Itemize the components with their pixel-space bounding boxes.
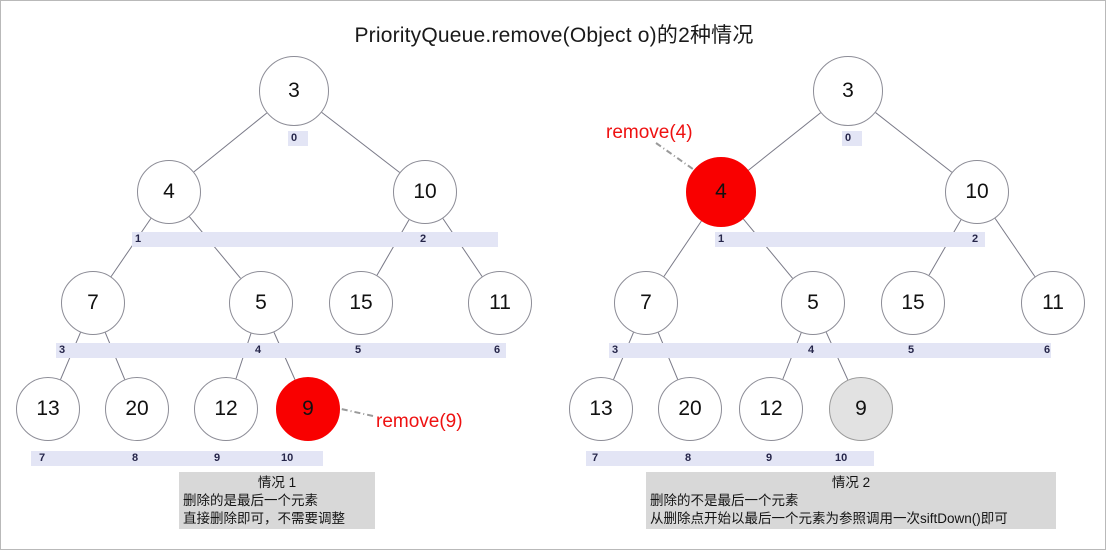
tree-edge: [994, 218, 1036, 277]
index-highlight-bar: [132, 232, 498, 247]
array-index-label: 7: [592, 452, 599, 464]
array-index-label: 4: [255, 344, 262, 356]
index-highlight-bar: [56, 343, 506, 358]
array-index-label: 1: [135, 233, 142, 245]
tree-node-9[interactable]: 9: [829, 377, 893, 441]
tree-edge: [442, 218, 483, 277]
array-index-label: 6: [1044, 344, 1051, 356]
index-highlight-bar: [31, 451, 323, 466]
tree-edge: [928, 219, 962, 276]
tree-node-11[interactable]: 11: [468, 271, 532, 335]
tree-node-5[interactable]: 5: [229, 271, 293, 335]
tree-edge: [189, 216, 241, 279]
array-index-label: 5: [908, 344, 915, 356]
array-index-label: 5: [355, 344, 362, 356]
index-highlight-bar: [586, 451, 874, 466]
tree-node-12[interactable]: 12: [194, 377, 258, 441]
tree-node-20[interactable]: 20: [105, 377, 169, 441]
array-index-label: 9: [766, 452, 773, 464]
tree-node-10[interactable]: 10: [393, 160, 457, 224]
array-index-label: 10: [835, 452, 848, 464]
array-index-label: 2: [420, 233, 427, 245]
tree-edge: [875, 112, 953, 173]
remove-call-label: remove(4): [606, 122, 693, 143]
case-caption-heading: 情况 1: [257, 475, 297, 490]
tree-edge: [376, 219, 410, 276]
tree-node-13[interactable]: 13: [569, 377, 633, 441]
remove-call-label: remove(9): [376, 411, 463, 432]
tree-node-20[interactable]: 20: [658, 377, 722, 441]
tree-node-4[interactable]: 4: [137, 160, 201, 224]
array-index-label: 8: [685, 452, 692, 464]
case-caption-heading: 情况 2: [831, 475, 871, 490]
array-index-label: 9: [214, 452, 221, 464]
tree-node-15[interactable]: 15: [881, 271, 945, 335]
tree-node-15[interactable]: 15: [329, 271, 393, 335]
tree-node-12[interactable]: 12: [739, 377, 803, 441]
tree-node-11[interactable]: 11: [1021, 271, 1085, 335]
array-index-label: 0: [845, 132, 852, 144]
array-index-label: 0: [291, 132, 298, 144]
index-highlight-bar: [842, 131, 862, 146]
case-caption-line: 删除的是最后一个元素: [183, 493, 318, 508]
tree-node-10[interactable]: 10: [945, 160, 1009, 224]
case-caption-line: 直接删除即可，不需要调整: [183, 511, 345, 526]
tree-node-3[interactable]: 3: [259, 56, 329, 126]
tree-edge: [321, 111, 400, 173]
page-title: PriorityQueue.remove(Object o)的2种情况: [354, 24, 754, 47]
array-index-label: 7: [39, 452, 46, 464]
tree-node-13[interactable]: 13: [16, 377, 80, 441]
case-caption: 情况 1 删除的是最后一个元素直接删除即可，不需要调整: [179, 472, 375, 529]
case-caption-line: 从删除点开始以最后一个元素为参照调用一次siftDown()即可: [650, 511, 1008, 526]
array-index-label: 1: [718, 233, 725, 245]
tree-edge: [663, 220, 702, 277]
array-index-label: 3: [612, 344, 619, 356]
case-caption: 情况 2 删除的不是最后一个元素从删除点开始以最后一个元素为参照调用一次siftD…: [646, 472, 1056, 529]
tree-node-7[interactable]: 7: [614, 271, 678, 335]
array-index-label: 2: [972, 233, 979, 245]
tree-node-3[interactable]: 3: [813, 56, 883, 126]
array-index-label: 6: [494, 344, 501, 356]
tree-node-9[interactable]: 9: [276, 377, 340, 441]
case-caption-line: 删除的不是最后一个元素: [650, 493, 799, 508]
tree-edge: [748, 112, 821, 171]
index-highlight-bar: [609, 343, 1051, 358]
array-index-label: 10: [281, 452, 294, 464]
tree-edge: [742, 218, 793, 279]
array-index-label: 8: [132, 452, 139, 464]
tree-node-5[interactable]: 5: [781, 271, 845, 335]
tree-edge: [110, 218, 152, 277]
tree-edge: [193, 112, 268, 173]
tree-node-4[interactable]: 4: [686, 157, 756, 227]
index-highlight-bar: [288, 131, 308, 146]
index-highlight-bar: [715, 232, 985, 247]
array-index-label: 4: [808, 344, 815, 356]
tree-node-7[interactable]: 7: [61, 271, 125, 335]
array-index-label: 3: [59, 344, 66, 356]
